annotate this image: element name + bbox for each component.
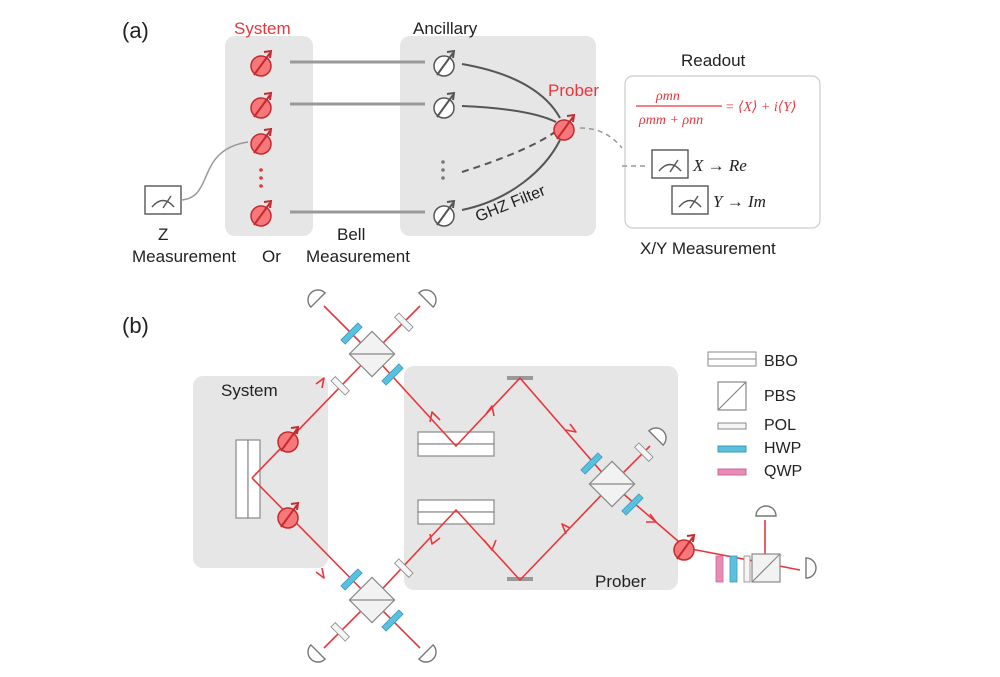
- legend-item-hwp: HWP: [717, 440, 801, 457]
- detector-lower-right: [418, 644, 441, 667]
- detector-readout-top: [755, 505, 777, 517]
- legend-label-hwp: HWP: [764, 440, 801, 457]
- prober-bbo-crystal-upper: [417, 431, 495, 457]
- system-bbo-crystal: [235, 439, 261, 519]
- system-ellipsis-dots: [259, 168, 263, 188]
- readout-chain: [715, 553, 781, 583]
- legend-label-pbs: PBS: [764, 388, 796, 405]
- ancillary-ellipsis-dots: [441, 160, 445, 180]
- formula-rhs: = ⟨X⟩ + i⟨Y⟩: [725, 100, 796, 115]
- detector-readout-right: [805, 557, 817, 579]
- detector-upper-right: [418, 285, 441, 308]
- bell-measurement-label: Measurement: [306, 247, 410, 266]
- readout-title: Readout: [681, 51, 746, 70]
- readout-formula: ρmn ρmm + ρnn = ⟨X⟩ + i⟨Y⟩: [636, 89, 796, 128]
- panel-b: (b) System Prober: [122, 285, 817, 667]
- or-label: Or: [262, 247, 281, 266]
- bell-label: Bell: [337, 225, 365, 244]
- pbs-prober-assembly: [580, 442, 654, 516]
- z-measurement-label: Measurement: [132, 247, 236, 266]
- detector-upper-left: [303, 285, 326, 308]
- pbs-lower-assembly: [330, 558, 414, 642]
- detector-lower-left: [303, 644, 326, 667]
- system-box: [225, 36, 313, 236]
- legend-item-pol: POL: [717, 417, 796, 434]
- y-readout: Y → Im: [713, 192, 766, 211]
- bell-links: [290, 60, 425, 214]
- legend-item-pbs: PBS: [717, 381, 796, 411]
- ancillary-box: [400, 36, 596, 236]
- y-meter-icon: [671, 185, 709, 215]
- prober-bbo-crystal-lower: [417, 499, 495, 525]
- z-measure-link: [180, 141, 249, 201]
- system-source-title: System: [221, 381, 278, 400]
- prober-label: Prober: [548, 81, 599, 100]
- x-meter-icon: [651, 149, 689, 179]
- beam-arrows: [315, 377, 657, 579]
- formula-numerator: ρmn: [655, 89, 680, 104]
- panel-a: (a) System Ancillary: [122, 18, 821, 266]
- legend-item-qwp: QWP: [717, 463, 802, 480]
- z-meter-icon: [144, 185, 182, 215]
- legend-item-bbo: BBO: [707, 351, 798, 370]
- legend-label-bbo: BBO: [764, 353, 798, 370]
- ghz-filter-lines: [461, 63, 561, 211]
- x-readout: X → Re: [692, 156, 747, 175]
- legend: BBO PBS POL HWP QWP: [707, 351, 802, 480]
- prober-readout-link: [579, 127, 623, 149]
- pbs-upper-assembly: [330, 312, 414, 396]
- ancillary-title: Ancillary: [413, 19, 478, 38]
- system-title: System: [234, 19, 291, 38]
- prober-box-title: Prober: [595, 572, 646, 591]
- legend-label-pol: POL: [764, 417, 796, 434]
- xy-measurement-label: X/Y Measurement: [640, 239, 776, 258]
- panel-b-label: (b): [122, 313, 149, 338]
- panel-a-label: (a): [122, 18, 149, 43]
- legend-label-qwp: QWP: [764, 463, 802, 480]
- formula-denominator: ρmm + ρnn: [638, 113, 703, 128]
- z-label: Z: [158, 225, 168, 244]
- prober-box: [404, 366, 678, 590]
